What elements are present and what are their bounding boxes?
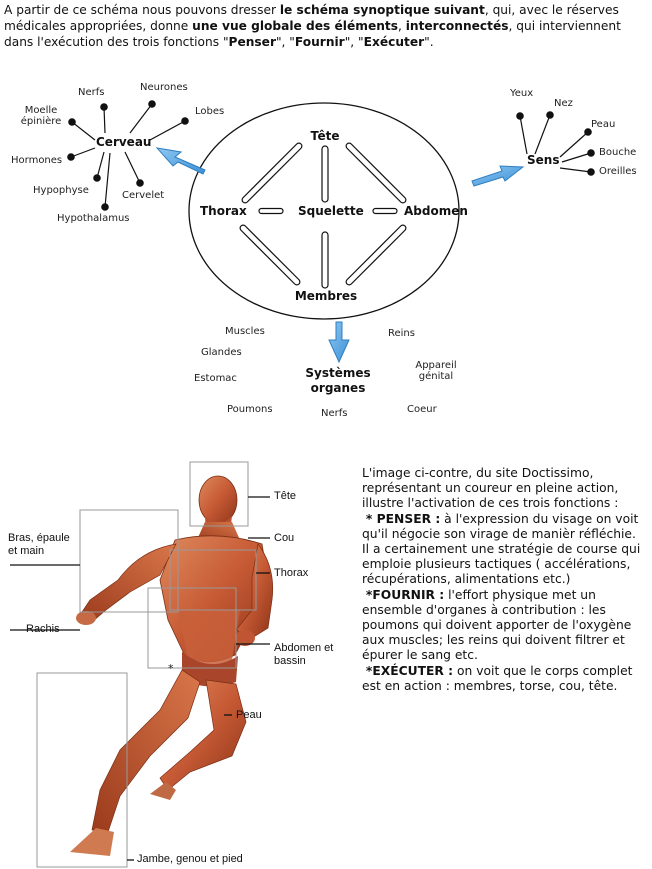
runner-anatomy-figure: * (10, 461, 274, 868)
figure-boxes (36, 461, 257, 868)
runner-label-thorax: Thorax (274, 567, 309, 579)
intro-paragraph: A partir de ce schéma nous pouvons dress… (4, 2, 648, 50)
intro-text-4: , qui interviennent dans l'exécution des… (4, 19, 621, 49)
description-penser: * PENSER : à l'expression du visage on v… (362, 512, 644, 588)
systemes-item-poumons: Poumons (227, 404, 273, 415)
label-thorax: Thorax (200, 204, 247, 218)
runner-label-peau: Peau (236, 709, 262, 721)
label-systemes-1: Systèmes (305, 366, 371, 380)
runner-label-bras: Bras, épaule et main (8, 532, 70, 557)
arrow-to-sens (471, 165, 525, 187)
runner-label-jambe: Jambe, genou et pied (137, 853, 243, 865)
systemes-item-glandes: Glandes (201, 347, 242, 358)
sens-item-peau: Peau (591, 119, 616, 130)
cerveau-item-hypothalamus: Hypothalamus (57, 213, 130, 224)
cerveau-item-lobes: Lobes (195, 106, 225, 117)
runner-right-arm (235, 543, 274, 639)
runner-front-leg (91, 669, 201, 833)
runner-asterisk: * (168, 662, 174, 675)
runner-label-cou: Cou (274, 532, 295, 544)
label-sens: Sens (527, 153, 560, 167)
penser-label: * PENSER : (365, 511, 441, 526)
intro-text-7: ". (424, 35, 434, 49)
intro-text-5: ", " (275, 35, 295, 49)
intro-bold-penser: Penser (228, 35, 276, 49)
label-tete: Tête (310, 129, 340, 143)
skeleton-connectors (239, 142, 407, 289)
description-executer: *EXÉCUTER : on voit que le corps complet… (362, 664, 644, 694)
sens-item-nez: Nez (554, 98, 573, 109)
intro-text-1: A partir de ce schéma nous pouvons dress… (4, 3, 280, 17)
cerveau-item-hormones: Hormones (11, 155, 63, 166)
runner-back-leg (159, 679, 247, 791)
cerveau-item-moelle: Moelle épinière (20, 105, 62, 127)
intro-text-6: ", " (344, 35, 364, 49)
label-systemes-2: organes (310, 381, 366, 395)
runner-description: L'image ci-contre, du site Doctissimo, r… (362, 466, 644, 694)
cerveau-item-neurones: Neurones (140, 82, 188, 93)
penser-text: à l'expression du visage on voit qu'il n… (362, 511, 641, 587)
fournir-label: *FOURNIR : (365, 587, 445, 602)
executer-label: *EXÉCUTER : (365, 663, 454, 678)
systemes-item-appareil: Appareil génital (415, 360, 457, 382)
systemes-item-muscles: Muscles (225, 326, 265, 337)
sens-item-oreilles: Oreilles (599, 166, 637, 177)
intro-bold-vue-globale: une vue globale des éléments (192, 19, 398, 33)
intro-bold-fournir: Fournir (294, 35, 345, 49)
systemes-item-estomac: Estomac (194, 373, 237, 384)
systemes-item-nerfs: Nerfs (321, 408, 348, 419)
intro-bold-executer: Exécuter (363, 35, 425, 49)
sens-pins (516, 111, 595, 176)
cerveau-item-hypophyse: Hypophyse (33, 185, 89, 196)
executer-text: on voit que le corps complet est en acti… (362, 663, 633, 693)
runner-label-rachis: Rachis (26, 623, 60, 635)
arrow-to-systemes (328, 321, 350, 364)
intro-text-3: , (397, 19, 406, 33)
body-ellipse (188, 102, 460, 320)
arrows (155, 147, 525, 364)
cerveau-item-cervelet: Cervelet (122, 190, 165, 201)
description-intro: L'image ci-contre, du site Doctissimo, r… (362, 466, 619, 511)
intro-text-2: , qui, avec le réserves médicales approp… (4, 3, 619, 33)
label-abdomen: Abdomen (404, 204, 468, 218)
intro-bold-schema: le schéma synoptique suivant (279, 3, 485, 17)
arrow-to-cerveau (155, 147, 206, 175)
runner-label-tete: Tête (274, 490, 297, 502)
figure-leaders (10, 496, 270, 861)
synoptic-diagram (67, 100, 595, 364)
intro-bold-interconnectes: interconnectés (405, 19, 509, 33)
label-squelette: Squelette (298, 204, 364, 218)
systemes-item-coeur: Coeur (407, 404, 437, 415)
description-fournir: *FOURNIR : l'effort physique met un ense… (362, 588, 644, 664)
runner-label-abdomen: Abdomen et bassin (274, 642, 334, 667)
runner-left-arm (79, 543, 177, 623)
cerveau-item-nerfs: Nerfs (78, 87, 105, 98)
sens-item-bouche: Bouche (599, 147, 637, 158)
label-cerveau: Cerveau (96, 135, 152, 149)
label-membres: Membres (294, 289, 358, 303)
fournir-text: l'effort physique met un ensemble d'orga… (362, 587, 632, 663)
sens-item-yeux: Yeux (510, 88, 534, 99)
systemes-item-reins: Reins (388, 328, 415, 339)
cerveau-pins (67, 100, 189, 211)
